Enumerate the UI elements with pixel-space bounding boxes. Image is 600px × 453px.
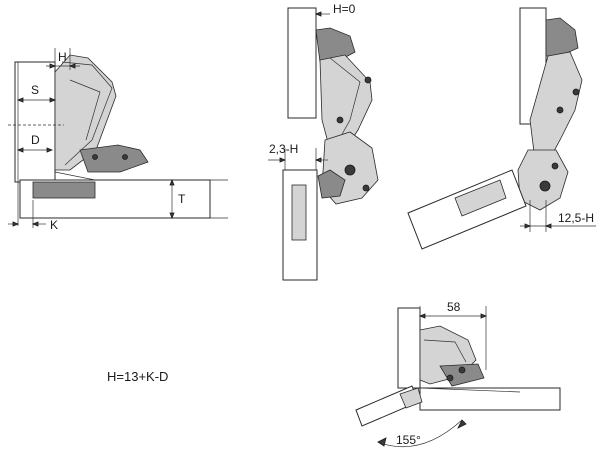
dim-h-label: H	[58, 50, 67, 64]
dim-h-zero-label: H=0	[333, 2, 356, 16]
dim-d-label: D	[31, 133, 40, 147]
view-side-section: H S D K T	[8, 48, 228, 232]
dim-gap-23-label: 2,3-H	[269, 142, 298, 156]
dim-gap-125-label: 12,5-H	[558, 211, 594, 225]
dim-angle-155-label: 155°	[396, 433, 421, 447]
dim-t-label: T	[178, 192, 186, 206]
angle-arc	[377, 419, 463, 448]
hinge-cup	[32, 181, 96, 199]
view-full-open: 12,5-H	[407, 7, 596, 250]
dim-width-58-label: 58	[447, 300, 461, 314]
door-panel-flat	[419, 387, 561, 411]
cabinet-wall-bottom	[397, 307, 421, 389]
hinge-knuckle-right	[517, 149, 569, 211]
cabinet-wall-top	[287, 7, 317, 119]
cabinet-side-panel	[14, 61, 56, 183]
hinge-cup-mechanism	[79, 144, 149, 173]
hinge-arm-right	[529, 51, 583, 163]
view-opening-angle: 58 155°	[355, 300, 561, 448]
formula-text: H=13+K-D	[107, 369, 168, 384]
dim-k-label: K	[50, 218, 58, 232]
hinge-arm-upper	[319, 54, 373, 151]
mounting-plate-right	[545, 17, 579, 57]
dim-s-label: S	[31, 83, 39, 97]
hinge-arm	[54, 54, 117, 171]
view-closed-to-open: H=0 2,3-H	[268, 2, 379, 281]
